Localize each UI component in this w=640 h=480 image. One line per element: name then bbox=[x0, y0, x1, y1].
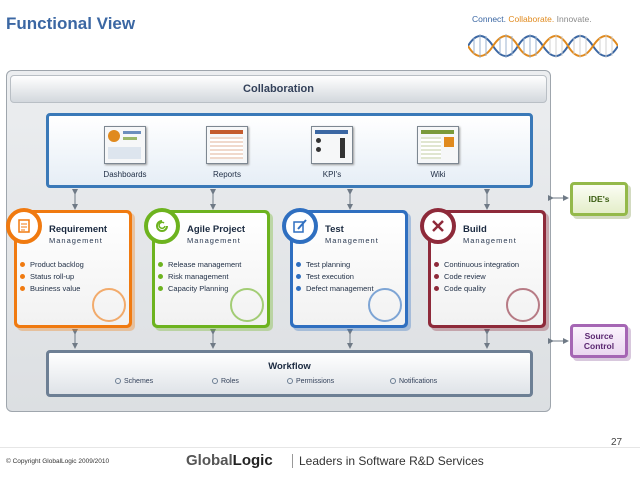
tagline-collaborate: Collaborate. bbox=[508, 14, 555, 24]
tools-box: Dashboards Reports KPI's Wiki bbox=[46, 113, 533, 188]
copyright-text: © Copyright GlobalLogic 2009/2010 bbox=[6, 458, 110, 465]
wiki-thumbnail-icon bbox=[417, 126, 459, 164]
reports-thumbnail-icon bbox=[206, 126, 248, 164]
tool-reports: Reports bbox=[187, 116, 267, 179]
globe-watermark-icon bbox=[230, 288, 264, 322]
dna-helix-icon bbox=[468, 34, 618, 58]
tool-kpis: KPI's bbox=[292, 116, 372, 179]
list-item: Code review bbox=[434, 272, 519, 281]
tool-label: Wiki bbox=[430, 170, 446, 179]
tool-label: KPI's bbox=[322, 170, 342, 179]
workflow-title: Workflow bbox=[268, 361, 311, 372]
workflow-item-roles: Roles bbox=[212, 378, 239, 385]
card-subtitle: Management bbox=[325, 236, 379, 245]
card-subtitle: Management bbox=[463, 236, 517, 245]
tool-wiki: Wiki bbox=[398, 116, 478, 179]
card-requirement-management: Requirement Management Product backlog S… bbox=[6, 208, 132, 328]
card-build-management: Build Management Continuous integration … bbox=[420, 208, 546, 328]
globe-watermark-icon bbox=[368, 288, 402, 322]
tools-icon bbox=[420, 208, 456, 244]
tool-label: Dashboards bbox=[103, 170, 147, 179]
cycle-icon bbox=[144, 208, 180, 244]
card-subtitle: Management bbox=[49, 236, 103, 245]
globe-watermark-icon bbox=[506, 288, 540, 322]
globallogic-logo: GlobalLogic bbox=[186, 452, 273, 469]
workflow-box: Workflow Schemes Roles Permissions Notif… bbox=[46, 350, 533, 397]
card-title: Requirement bbox=[49, 224, 108, 235]
tagline: Connect. Collaborate. Innovate. bbox=[472, 14, 592, 24]
tagline-connect: Connect. bbox=[472, 14, 507, 24]
source-control-line-1: Source bbox=[584, 331, 614, 341]
card-title: Build bbox=[463, 224, 487, 235]
card-test-management: Test Management Test planning Test execu… bbox=[282, 208, 408, 328]
card-title: Agile Project bbox=[187, 224, 246, 235]
card-subtitle: Management bbox=[187, 236, 241, 245]
workflow-item-notifications: Notifications bbox=[390, 378, 437, 385]
globe-watermark-icon bbox=[92, 288, 126, 322]
kpis-thumbnail-icon bbox=[311, 126, 353, 164]
page-title: Functional View bbox=[6, 14, 136, 33]
list-item: Release management bbox=[158, 260, 241, 269]
slogan: Leaders in Software R&D Services bbox=[292, 454, 484, 468]
list-item: Continuous integration bbox=[434, 260, 519, 269]
list-item: Defect management bbox=[296, 284, 374, 293]
page-number: 27 bbox=[611, 437, 623, 448]
source-control-box: Source Control bbox=[570, 324, 628, 358]
tool-dashboards: Dashboards bbox=[85, 116, 165, 179]
collaboration-bar: Collaboration bbox=[10, 75, 547, 103]
list-item: Product backlog bbox=[20, 260, 84, 269]
list-item: Capacity Planning bbox=[158, 284, 241, 293]
list-item: Business value bbox=[20, 284, 84, 293]
list-item: Code quality bbox=[434, 284, 519, 293]
list-item: Risk management bbox=[158, 272, 241, 281]
checklist-pen-icon bbox=[282, 208, 318, 244]
workflow-item-schemes: Schemes bbox=[115, 378, 153, 385]
list-item: Test planning bbox=[296, 260, 374, 269]
ides-box: IDE's bbox=[570, 182, 628, 216]
dashboards-thumbnail-icon bbox=[104, 126, 146, 164]
list-item: Status roll-up bbox=[20, 272, 84, 281]
source-control-line-2: Control bbox=[583, 341, 615, 351]
card-agile-project-management: Agile Project Management Release managem… bbox=[144, 208, 270, 328]
tool-label: Reports bbox=[212, 170, 241, 179]
footer-divider bbox=[0, 447, 640, 448]
workflow-item-permissions: Permissions bbox=[287, 378, 334, 385]
document-icon bbox=[6, 208, 42, 244]
tagline-innovate: Innovate. bbox=[556, 14, 592, 24]
card-title: Test bbox=[325, 224, 344, 235]
list-item: Test execution bbox=[296, 272, 374, 281]
